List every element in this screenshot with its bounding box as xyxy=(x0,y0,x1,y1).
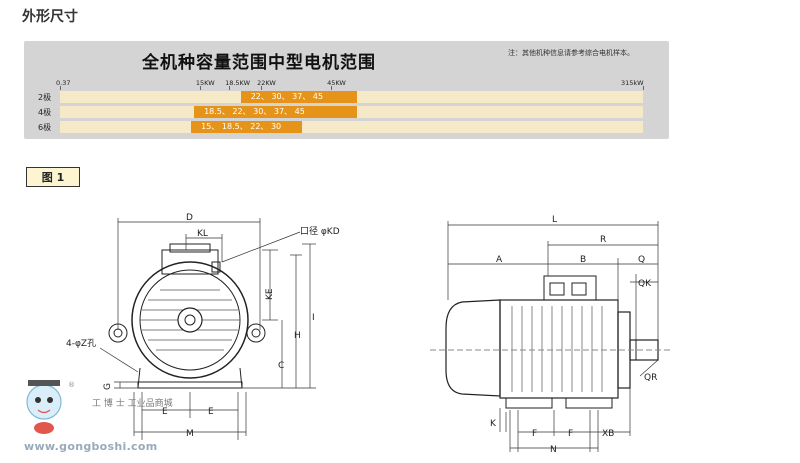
dim-label-holes: 4-φZ孔 xyxy=(66,338,96,349)
scale-label: 315kW xyxy=(621,79,644,87)
dim-label-Q: Q xyxy=(638,255,645,265)
dim-label-M: M xyxy=(186,429,194,439)
dim-label-A: A xyxy=(496,255,503,265)
dim-label-B: B xyxy=(580,255,586,265)
dim-label-G: G xyxy=(103,383,113,390)
scale-tick xyxy=(199,86,201,90)
dim-label-K: K xyxy=(490,419,497,429)
range-title: 全机种容量范围中型电机范围 xyxy=(142,53,376,73)
scale-tick xyxy=(60,86,61,90)
scale-tick xyxy=(261,86,263,90)
watermark-mascot-icon xyxy=(26,380,62,434)
dim-label-E-left: E xyxy=(162,407,168,417)
figure-label: 图 1 xyxy=(26,167,80,187)
motor-dimension-drawing: D KL 口径 φKD KE H C I G E E M 4-φZ孔 L R A… xyxy=(26,213,672,455)
scale-label: 15KW xyxy=(195,79,215,87)
scale-label: 0.37 xyxy=(56,79,71,87)
dim-label-H: H xyxy=(294,331,301,341)
dim-label-F-left: F xyxy=(532,429,537,439)
scale-label: 18.5KW xyxy=(225,79,250,87)
range-row-bar: 22、 30、 37、 45 xyxy=(240,91,358,103)
dim-label-R: R xyxy=(600,235,606,245)
dim-label-KE: KE xyxy=(265,288,275,300)
dim-label-QR: QR xyxy=(644,373,657,383)
range-row-bar: 15、 18.5、 22、 30 xyxy=(191,121,302,133)
dim-label-XB: XB xyxy=(602,429,614,439)
dim-label-E-right: E xyxy=(208,407,214,417)
range-row-label: 4极 xyxy=(38,108,52,117)
watermark-text: 工 博 士 工业品商城 xyxy=(92,399,173,409)
section-title: 外形尺寸 xyxy=(22,9,78,25)
dim-label-F-right: F xyxy=(568,429,573,439)
scale-label: 22KW xyxy=(257,79,276,87)
dim-label-C: C xyxy=(278,361,284,371)
dim-label-N: N xyxy=(550,445,557,455)
watermark-url: www.gongboshi.com xyxy=(24,440,158,453)
dim-label-D: D xyxy=(186,213,193,223)
dim-label-I: I xyxy=(312,313,315,323)
side-view xyxy=(430,221,672,452)
scale-tick xyxy=(643,86,644,90)
range-row-track xyxy=(60,121,643,133)
scale-tick xyxy=(229,86,231,90)
range-row-label: 6极 xyxy=(38,123,52,132)
front-view xyxy=(99,218,316,440)
range-note: 注：其他机种信息请参考综合电机样本。 xyxy=(508,49,634,57)
watermark-symbol: ® xyxy=(68,381,75,389)
side-cooling-fins xyxy=(511,306,603,392)
dim-label-KD: 口径 φKD xyxy=(300,225,340,237)
dim-label-L: L xyxy=(552,215,557,225)
dim-label-KL: KL xyxy=(197,229,208,239)
range-row-label: 2极 xyxy=(38,93,52,102)
dim-label-QK: QK xyxy=(638,279,652,289)
scale-tick xyxy=(331,86,333,90)
scale-label: 45KW xyxy=(327,79,346,87)
range-row-bar: 18.5、 22、 30、 37、 45 xyxy=(194,106,358,118)
